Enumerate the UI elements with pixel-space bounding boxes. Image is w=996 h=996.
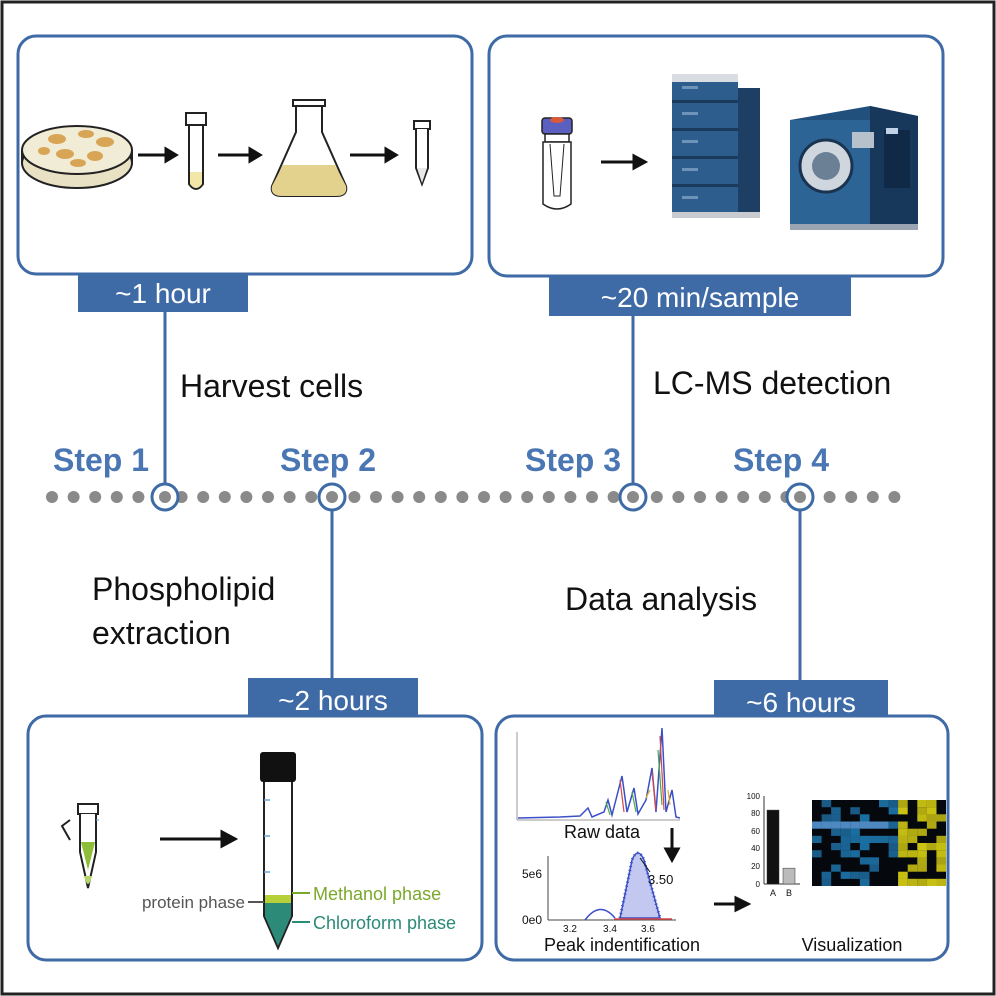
timeline-dot: [456, 491, 469, 503]
time-badge-step3: [549, 274, 851, 316]
timeline-dot: [542, 491, 555, 503]
timeline-dot: [240, 491, 253, 503]
bar-a: [766, 809, 780, 885]
panel-harvest: ~1 hour: [16, 34, 474, 312]
bar-ytick-60: 60: [751, 827, 760, 836]
step2-task-line2: extraction: [92, 615, 231, 651]
step3-label: Step 3: [525, 442, 621, 478]
test-tube-icon: [185, 112, 207, 190]
peak-ytick-top: 5e6: [522, 867, 542, 881]
green-tube-icon: [60, 803, 99, 889]
analysis-arrow-right: [714, 895, 752, 913]
time-badge-step1: [78, 270, 248, 312]
centrifuge-tube-icon: [413, 120, 431, 187]
time-step4: ~6 hours: [746, 687, 856, 718]
timeline-dot: [478, 491, 490, 503]
panel-analysis: ~6 hours Raw data 5e6 0e0 3.2 3.4 3.: [494, 680, 950, 962]
timeline-dot: [110, 491, 123, 503]
timeline-dot: [888, 491, 901, 503]
timeline-dot: [218, 491, 231, 503]
timeline-dot: [521, 491, 534, 503]
timeline-dot: [499, 491, 512, 503]
bar-category-b: B: [786, 888, 792, 898]
methanol-phase-label: Methanol phase: [313, 884, 441, 904]
timeline-dot: [305, 491, 318, 503]
panel-lcms: ~20 min/sample: [487, 34, 945, 316]
peak-ytick-bottom: 0e0: [522, 913, 542, 927]
bar-ytick-100: 100: [747, 792, 761, 801]
time-step3: ~20 min/sample: [601, 282, 799, 313]
bar-ytick-80: 80: [751, 809, 760, 818]
timeline-dot: [586, 491, 598, 503]
step4-label: Step 4: [733, 442, 829, 478]
timeline-dot: [46, 491, 58, 503]
hplc-instrument-icon: [672, 74, 760, 218]
timeline-dot: [67, 491, 80, 503]
peak-plot: [547, 851, 676, 921]
timeline-dot: [283, 491, 296, 503]
timeline-dot: [413, 491, 426, 503]
timeline-dot: [348, 491, 361, 503]
timeline-dot: [370, 491, 382, 503]
falcon-tube-icon: [260, 752, 296, 951]
timeline-dot: [132, 491, 145, 503]
step4-task: Data analysis: [565, 581, 757, 617]
connector-lines: [163, 310, 802, 688]
sample-vial-icon: [541, 117, 573, 210]
bar-category-a: A: [770, 888, 776, 898]
peak-xtick-1: 3.2: [563, 924, 577, 935]
bar-ytick-40: 40: [751, 844, 760, 853]
timeline-dot: [262, 491, 274, 503]
flask-icon: [270, 99, 348, 197]
peak-xtick-2: 3.4: [603, 924, 617, 935]
step1-task: Harvest cells: [180, 368, 363, 404]
bar-ytick-20: 20: [751, 862, 760, 871]
timeline-dot: [823, 491, 836, 503]
timeline-dot: [391, 491, 404, 503]
chloroform-phase-label: Chloroform phase: [313, 913, 456, 933]
timeline-dot: [607, 491, 620, 503]
mass-spectrometer-icon: [790, 106, 918, 230]
panel-extraction: ~2 hours p: [26, 678, 484, 962]
petri-dish-icon: [21, 125, 133, 189]
protein-phase-label: protein phase: [142, 893, 245, 912]
timeline-dot: [866, 491, 879, 503]
raw-chromatogram: [516, 727, 681, 821]
time-step2: ~2 hours: [278, 685, 388, 716]
time-step1: ~1 hour: [115, 278, 211, 309]
harvest-arrows: [138, 146, 399, 164]
timeline-dot: [758, 491, 771, 503]
bar-b: [782, 867, 796, 885]
step3-task: LC-MS detection: [653, 365, 891, 401]
step2-task-line1: Phospholipid: [92, 571, 275, 607]
timeline-dot: [715, 491, 728, 503]
timeline-dot: [694, 491, 706, 503]
visualization-label: Visualization: [802, 935, 903, 955]
timeline-dot: [672, 491, 685, 503]
timeline-dot: [197, 491, 210, 503]
time-badge-step2: [248, 678, 418, 720]
timeline-dot: [845, 491, 858, 503]
peak-identification-label: Peak indentification: [544, 935, 700, 955]
step1-label: Step 1: [53, 442, 149, 478]
heatmap: [812, 800, 946, 886]
timeline-dot: [737, 491, 750, 503]
timeline-dot: [434, 491, 447, 503]
timeline-dot: [89, 491, 102, 503]
peak-xtick-3: 3.6: [641, 924, 655, 935]
bar-ytick-0: 0: [756, 880, 761, 889]
raw-data-label: Raw data: [564, 822, 641, 842]
step2-label: Step 2: [280, 442, 376, 478]
bar-chart: [763, 796, 800, 885]
timeline-dot: [564, 491, 577, 503]
analysis-arrow-down: [663, 828, 681, 864]
peak-value-label: 3.50: [648, 872, 673, 887]
timeline-dot: [650, 491, 663, 503]
extraction-arrow: [160, 829, 239, 849]
lcms-arrow: [601, 153, 649, 171]
